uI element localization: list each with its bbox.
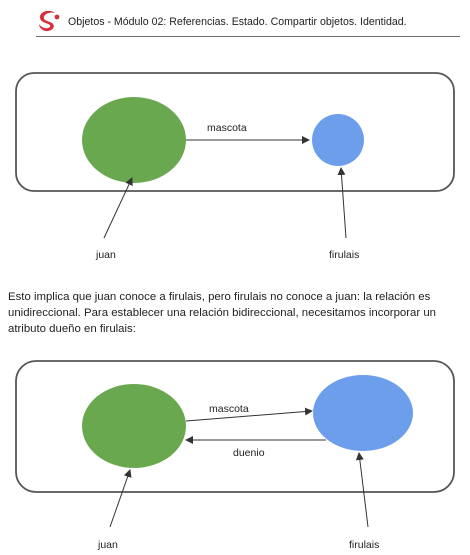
firulais-node [312, 114, 364, 166]
diagram-bidirectional: mascota duenio juan firulais [0, 355, 470, 555]
logo-icon [39, 10, 60, 31]
logo-dot [54, 14, 60, 20]
juan-label: juan [97, 539, 118, 551]
juan-pointer-arrow [109, 469, 132, 528]
diagram-unidirectional-canvas: mascota juan firulais [15, 72, 455, 261]
duenio-label: duenio [233, 447, 265, 459]
firulais-pointer-arrow [355, 452, 369, 528]
mascota-label: mascota [207, 122, 247, 134]
diagram-bidirectional-canvas: mascota duenio juan firulais [15, 360, 455, 551]
firulais-label: firulais [329, 249, 359, 261]
mascota-label: mascota [209, 403, 249, 415]
diagram-unidirectional: mascota juan firulais [0, 62, 470, 272]
juan-pointer-arrow [103, 177, 133, 239]
juan-node [82, 97, 186, 183]
firulais-pointer-arrow [337, 167, 347, 239]
firulais-node [313, 375, 413, 451]
page-header: Objetos - Módulo 02: Referencias. Estado… [36, 8, 460, 32]
juan-label: juan [95, 249, 116, 261]
diagram-frame [15, 360, 455, 493]
page-title: Objetos - Módulo 02: Referencias. Estado… [68, 16, 407, 28]
header-divider [36, 36, 460, 37]
explanation-paragraph: Esto implica que juan conoce a firulais,… [8, 291, 437, 336]
juan-node [82, 384, 186, 468]
firulais-label: firulais [349, 539, 379, 551]
mascota-arrow [185, 407, 313, 422]
logo-outer-swirl [39, 10, 55, 31]
diagram-frame [15, 72, 455, 192]
